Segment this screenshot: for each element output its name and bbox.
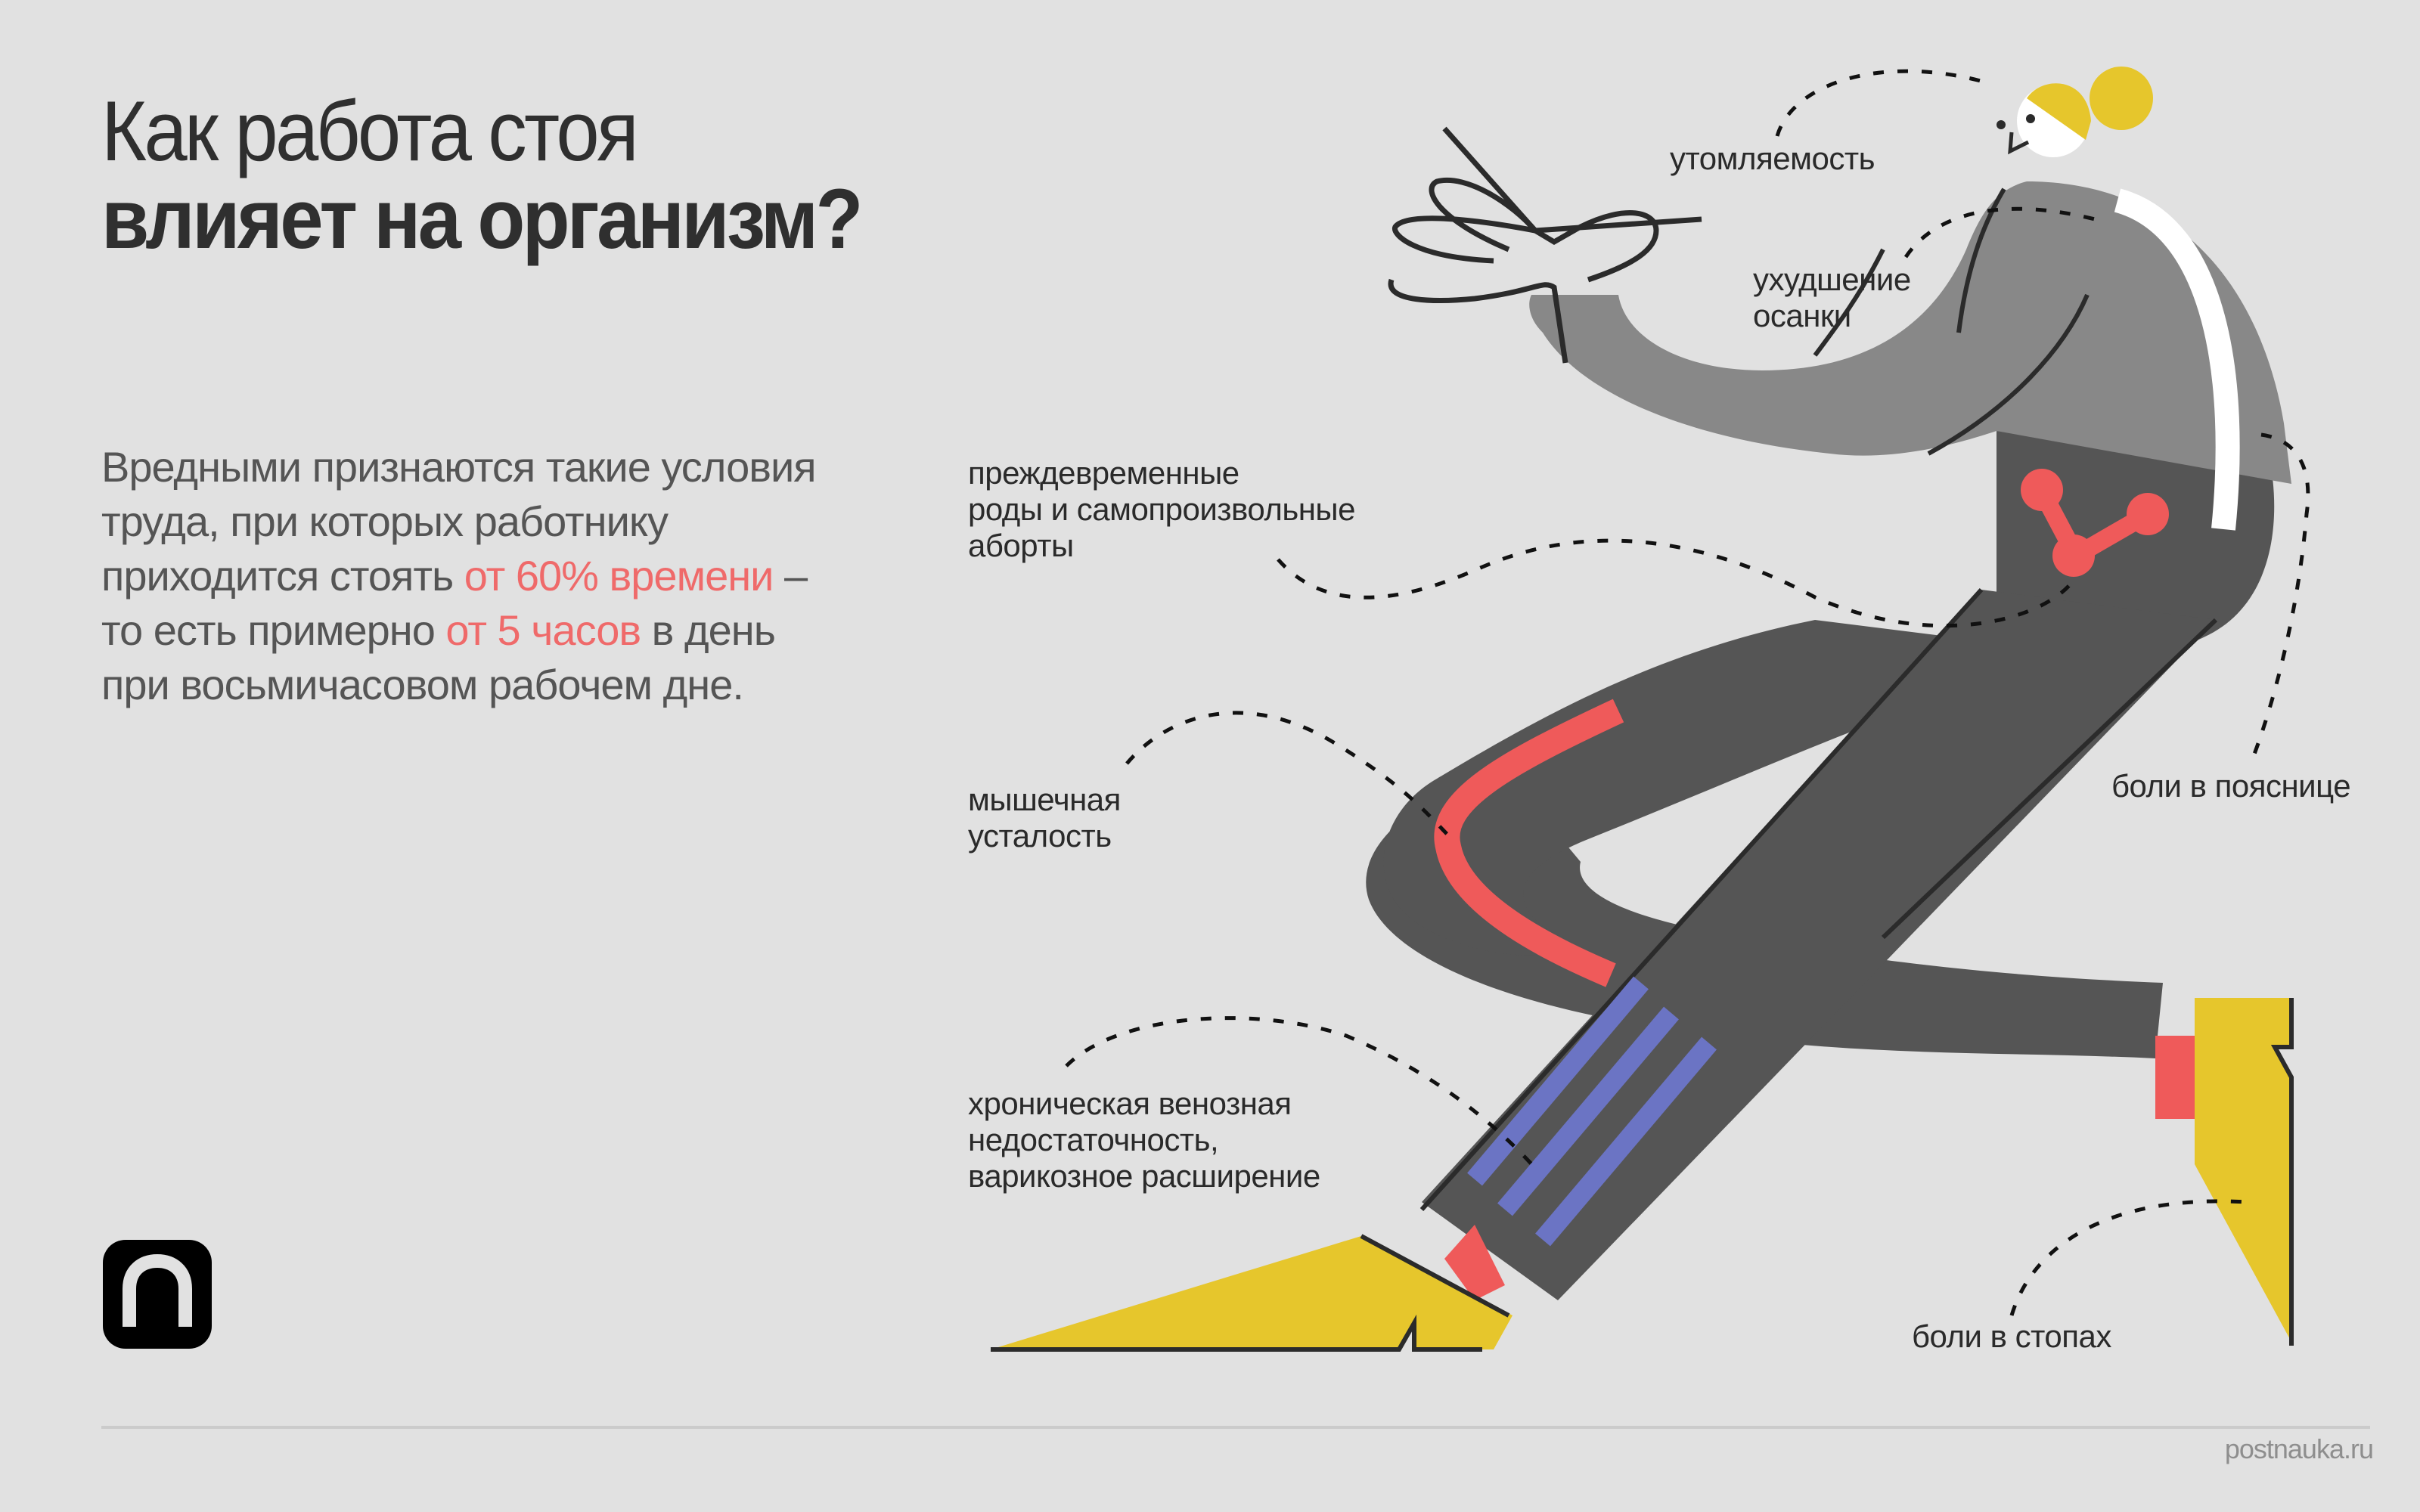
- intro-text-2: – то есть примерно: [101, 552, 808, 654]
- page-title: Как работа стоя влияет на организм?: [101, 89, 926, 262]
- sweater-stripe: [2114, 188, 2240, 531]
- intro-text-3: в день при восьмичасовом рабочем дне.: [101, 606, 776, 708]
- label-posture-line-2: осанки: [1753, 298, 1851, 333]
- intro-paragraph: Вредными признаются такие условия труда,…: [101, 440, 842, 712]
- hand-gesture: [1388, 126, 1702, 364]
- label-posture: ухудшение осанки: [1753, 262, 1911, 334]
- label-pregnancy: преждевременные роды и самопроизвольные …: [968, 455, 1355, 564]
- left-shoe: [991, 1236, 1512, 1349]
- footer-divider: [101, 1426, 2370, 1429]
- intro-highlight-percent: от 60% времени: [464, 552, 774, 600]
- label-pregnancy-line-3: аборты: [968, 528, 1074, 563]
- intro-highlight-hours: от 5 часов: [445, 606, 641, 654]
- label-pregnancy-line-2: роды и самопроизвольные: [968, 491, 1355, 527]
- postnauka-logo-icon: [103, 1240, 212, 1349]
- label-posture-line-1: ухудшение: [1753, 262, 1911, 297]
- back-leg: [1366, 771, 2163, 1058]
- vein-stripes: [1467, 976, 1717, 1247]
- label-venous-line-2: недостаточность,: [968, 1122, 1219, 1157]
- label-pregnancy-line-1: преждевременные: [968, 455, 1239, 491]
- site-url: postnauka.ru: [2224, 1433, 2374, 1464]
- knee-stripe: [1434, 699, 1624, 987]
- label-fatigue: утомляемость: [1670, 141, 1875, 176]
- title-line-1: Как работа стоя: [101, 84, 639, 178]
- title-line-2: влияет на организм?: [101, 172, 863, 266]
- label-muscle-line-2: усталость: [968, 818, 1112, 854]
- front-leg: [1422, 590, 2216, 1300]
- intro-text-1: Вредными признаются такие условия труда,…: [101, 443, 817, 600]
- label-venous-line-3: варикозное расширение: [968, 1158, 1320, 1194]
- hip: [1383, 431, 2275, 956]
- label-venous-line-1: хроническая венозная: [968, 1086, 1292, 1121]
- right-shoe: [2195, 998, 2291, 1342]
- label-muscle-line-1: мышечная: [968, 782, 1121, 817]
- label-venous: хроническая венозная недостаточность, ва…: [968, 1086, 1320, 1194]
- label-lower-back: боли в пояснице: [2111, 768, 2351, 804]
- head: [1996, 67, 2153, 157]
- uterus-icon: [2021, 469, 2169, 577]
- label-muscle: мышечная усталость: [968, 782, 1121, 854]
- label-feet: боли в стопах: [1912, 1318, 2111, 1354]
